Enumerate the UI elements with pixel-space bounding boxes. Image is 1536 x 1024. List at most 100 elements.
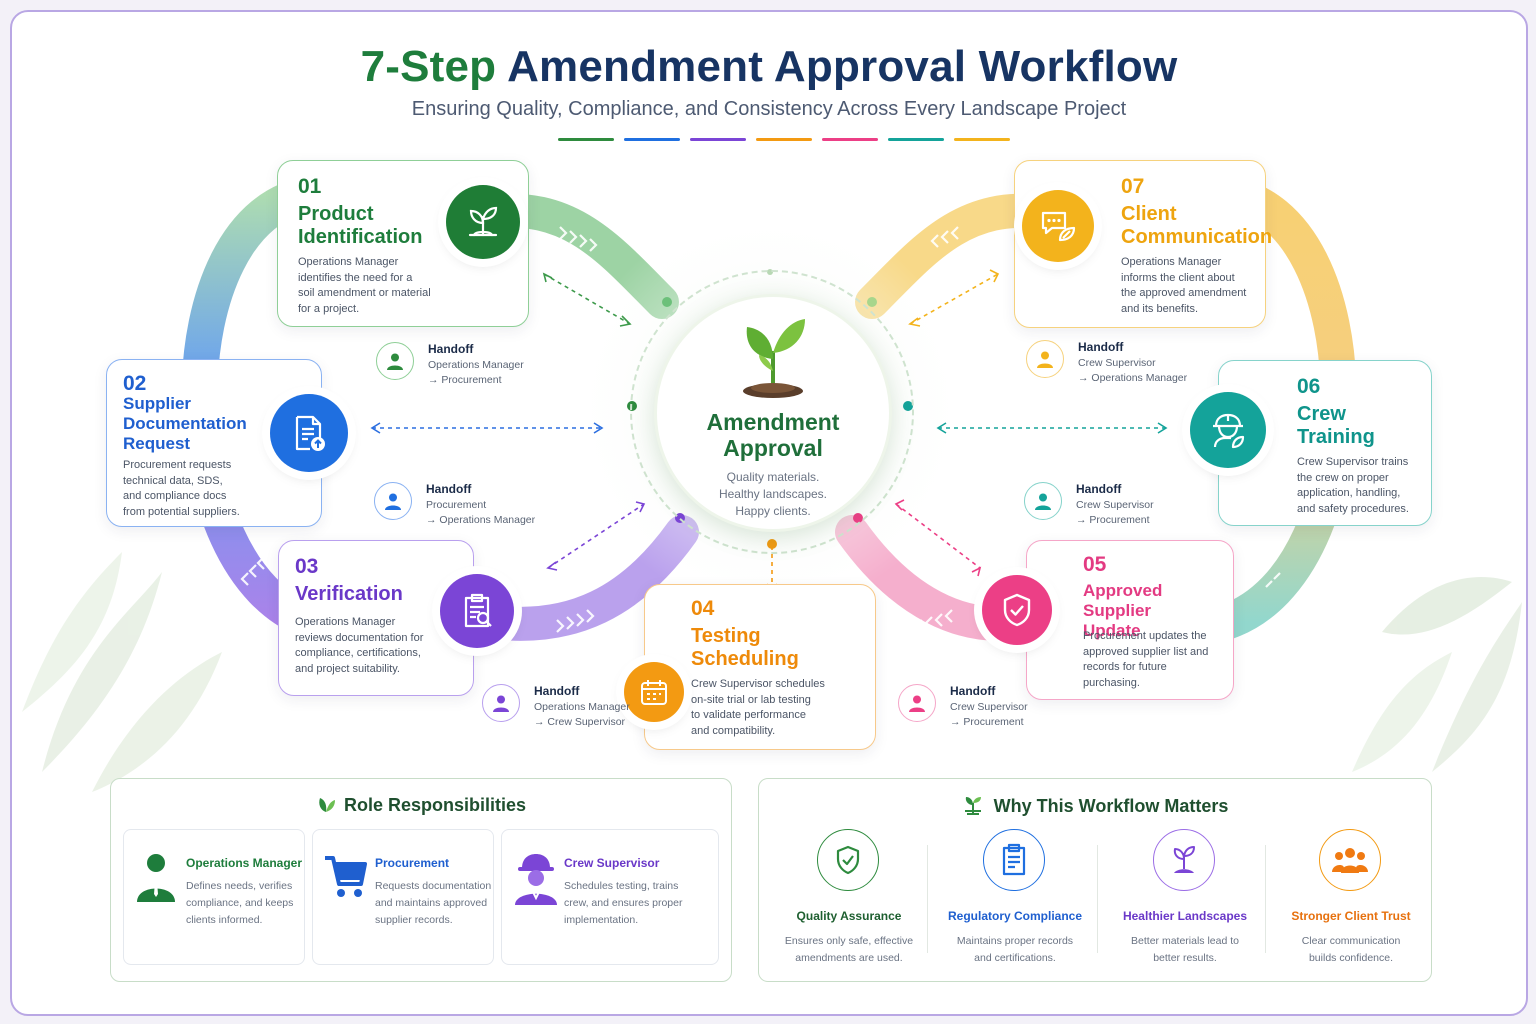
handoff-label: Handoff (950, 684, 996, 698)
step-title: Verification (295, 583, 403, 606)
step-title: Product Identification (298, 203, 422, 249)
desc-line: Better materials lead to (1131, 935, 1239, 947)
desc-line: approved supplier list and (1083, 645, 1209, 658)
why-title: Stronger Client Trust (1291, 909, 1411, 923)
desc-line: and compatibility. (691, 724, 776, 737)
step-card-02[interactable]: 02 Supplier Documentation Request Procur… (106, 359, 322, 527)
center-hub: Amendment Approval Quality materials. He… (654, 294, 892, 532)
desc-line: and certifications. (974, 952, 1056, 964)
handoff-to: → Operations Manager (426, 514, 536, 526)
title-step-count: 7-Step (360, 42, 497, 91)
role-card-crew-supervisor: Crew Supervisor Schedules testing, train… (501, 829, 719, 965)
step-title-line: Training (1297, 426, 1375, 448)
role-description: Schedules testing, trains crew, and ensu… (564, 878, 682, 929)
step-description: Operations Manager informs the client ab… (1121, 255, 1246, 317)
desc-line: and project suitability. (295, 662, 400, 675)
role-name: Procurement (375, 856, 450, 870)
desc-line: informs the client about (1121, 271, 1235, 284)
step-number: 05 (1083, 553, 1107, 576)
handoff-label: Handoff (534, 684, 580, 698)
step-title-line: Crew (1297, 403, 1346, 425)
desc-line: to validate performance (691, 709, 806, 721)
infographic-frame: 7-Step Amendment Approval Workflow Ensur… (10, 10, 1528, 1016)
page-title: 7-Step Amendment Approval Workflow (12, 42, 1526, 92)
growing-plant-icon (964, 797, 981, 815)
role-name: Operations Manager (186, 856, 303, 870)
handoff-from: Crew Supervisor (950, 701, 1028, 713)
handoff-label: Handoff (1076, 482, 1122, 496)
center-title: Amendment Approval (706, 409, 840, 461)
desc-line: Clear communication (1301, 935, 1401, 947)
desc-line: and safety procedures. (1297, 502, 1409, 515)
desc-line: and its benefits. (1121, 302, 1199, 315)
divider (927, 845, 928, 953)
desc-line: Crew Supervisor schedules (691, 678, 825, 690)
hardhat-worker-icon (515, 854, 557, 905)
desc-line: builds confidence. (1308, 952, 1394, 964)
handoff-to: → Procurement (1076, 514, 1150, 526)
handoff-from: Crew Supervisor (1078, 357, 1156, 369)
handoff-from: Operations Manager (534, 701, 630, 713)
step-number: 01 (298, 175, 322, 198)
desc-line: Crew Supervisor trains (1297, 456, 1409, 468)
role-description: Requests documentation and maintains app… (375, 878, 491, 929)
step-title-line: Approved Supplier (1083, 581, 1163, 620)
desc-line: Maintains proper records (956, 935, 1074, 947)
desc-line: Procurement requests (123, 459, 232, 471)
step-card-05[interactable]: 05 Approved Supplier Update Procurement … (1026, 540, 1234, 700)
desc-line: from potential suppliers. (123, 505, 240, 518)
worker-helmet-icon (1190, 392, 1266, 468)
desc-line: the crew on proper (1297, 471, 1389, 484)
step-title: Approved Supplier Update (1083, 581, 1233, 641)
panel-heading: Why This Workflow Matters (759, 795, 1431, 817)
step-number: 06 (1297, 375, 1321, 398)
desc-line: compliance, certifications, (295, 647, 421, 659)
step-card-04[interactable]: 04 Testing Scheduling Crew Supervisor sc… (644, 584, 876, 750)
handoff-to: → Operations Manager (1078, 372, 1188, 384)
plant-icon (1153, 829, 1215, 891)
sprout-icon (743, 319, 805, 398)
why-workflow-matters-panel: Why This Workflow Matters Quality Assura… (758, 778, 1432, 982)
shopping-cart-icon (325, 856, 367, 897)
divider (1265, 845, 1266, 953)
why-description: Maintains proper records and certificati… (935, 933, 1095, 967)
person-icon (376, 342, 414, 380)
why-title: Quality Assurance (796, 909, 902, 923)
why-description: Clear communication builds confidence. (1271, 933, 1431, 967)
desc-line: for a project. (298, 302, 360, 315)
manager-person-icon (137, 854, 175, 902)
center-line-1: Quality materials. (726, 470, 820, 484)
desc-line: Schedules testing, trains (564, 880, 679, 892)
foliage-left-decoration (22, 552, 222, 792)
desc-line: and compliance docs (123, 490, 227, 502)
step-title-line: Communication (1121, 226, 1273, 248)
calendar-icon (624, 662, 684, 722)
step-description: Operations Manager identifies the need f… (298, 255, 431, 317)
panel-heading: Role Responsibilities (111, 795, 731, 816)
role-description: Defines needs, verifies compliance, and … (186, 878, 293, 929)
handoff-from: Operations Manager (428, 359, 524, 371)
desc-line: Procurement updates the (1083, 630, 1207, 642)
person-icon (374, 482, 412, 520)
desc-line: soil amendment or material (298, 287, 431, 299)
handoff-label: Handoff (1078, 340, 1124, 354)
step-description: Crew Supervisor trains the crew on prope… (1297, 455, 1409, 517)
center-line-3: Happy clients. (735, 504, 811, 518)
role-card-procurement: Procurement Requests documentation and m… (312, 829, 494, 965)
desc-line: the approved amendment (1121, 287, 1247, 299)
title-main: Amendment Approval Workflow (507, 42, 1178, 91)
handoff-from: Crew Supervisor (1076, 499, 1154, 511)
shield-check-icon (982, 575, 1052, 645)
shield-check-icon (817, 829, 879, 891)
desc-line: reviews documentation for (295, 631, 424, 644)
center-tagline: Quality materials. Healthy landscapes. H… (657, 469, 889, 520)
step-number: 02 (123, 372, 147, 395)
panel-heading-text: Role Responsibilities (343, 795, 527, 815)
why-title: Healthier Landscapes (1122, 909, 1248, 923)
desc-line: identifies the need for a (298, 271, 413, 284)
page-subtitle: Ensuring Quality, Compliance, and Consis… (411, 98, 1127, 120)
step-title-line: Documentation (123, 414, 247, 433)
chat-leaf-icon (1022, 190, 1094, 262)
people-group-icon (1319, 829, 1381, 891)
step-title-line: Scheduling (691, 648, 799, 670)
